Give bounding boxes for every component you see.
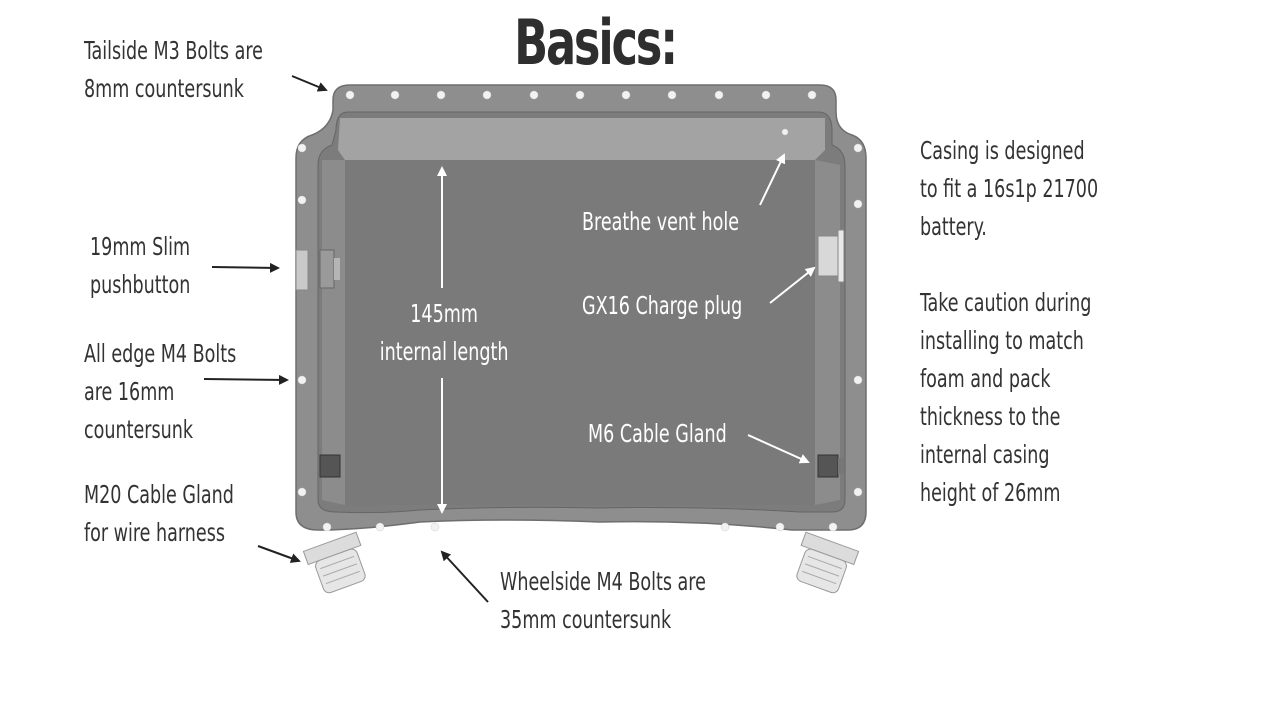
left-gland-part [319, 454, 341, 478]
m20-gland-label: M20 Cable Gland for wire harness [84, 480, 234, 547]
edge-bolts-label: All edge M4 Bolts are 16mm countersunk [84, 339, 237, 444]
page-title: Basics: [514, 6, 678, 79]
charge-plug-label: GX16 Charge plug [582, 291, 743, 320]
m20-gland-right [796, 531, 860, 594]
notes-panel: Casing is designed to fit a 16s1p 21700 … [920, 132, 1220, 512]
inner-top-wall [338, 118, 825, 160]
tailside-bolts-label: Tailside M3 Bolts are 8mm countersunk [84, 36, 263, 103]
internal-length-label: 145mm internal length [379, 299, 509, 366]
inner-arrows [437, 153, 816, 514]
pushbutton-label: 19mm Slim pushbutton [90, 232, 191, 299]
annotation-arrows [203, 75, 489, 603]
caution-note: Take caution during installing to match … [920, 288, 1092, 507]
bolt-holes [297, 90, 863, 532]
pushbutton-part [295, 249, 340, 291]
breathe-vent-label: Breathe vent hole [582, 207, 739, 236]
m6-gland-label: M6 Cable Gland [588, 419, 727, 448]
casing-design-note: Casing is designed to fit a 16s1p 21700 … [920, 136, 1099, 241]
m20-gland-left [302, 531, 366, 594]
inner-floor [345, 160, 815, 505]
charge-plug-part [817, 229, 845, 283]
wheelside-bolts-label: Wheelside M4 Bolts are 35mm countersunk [500, 567, 706, 634]
m6-gland-part [817, 454, 844, 478]
